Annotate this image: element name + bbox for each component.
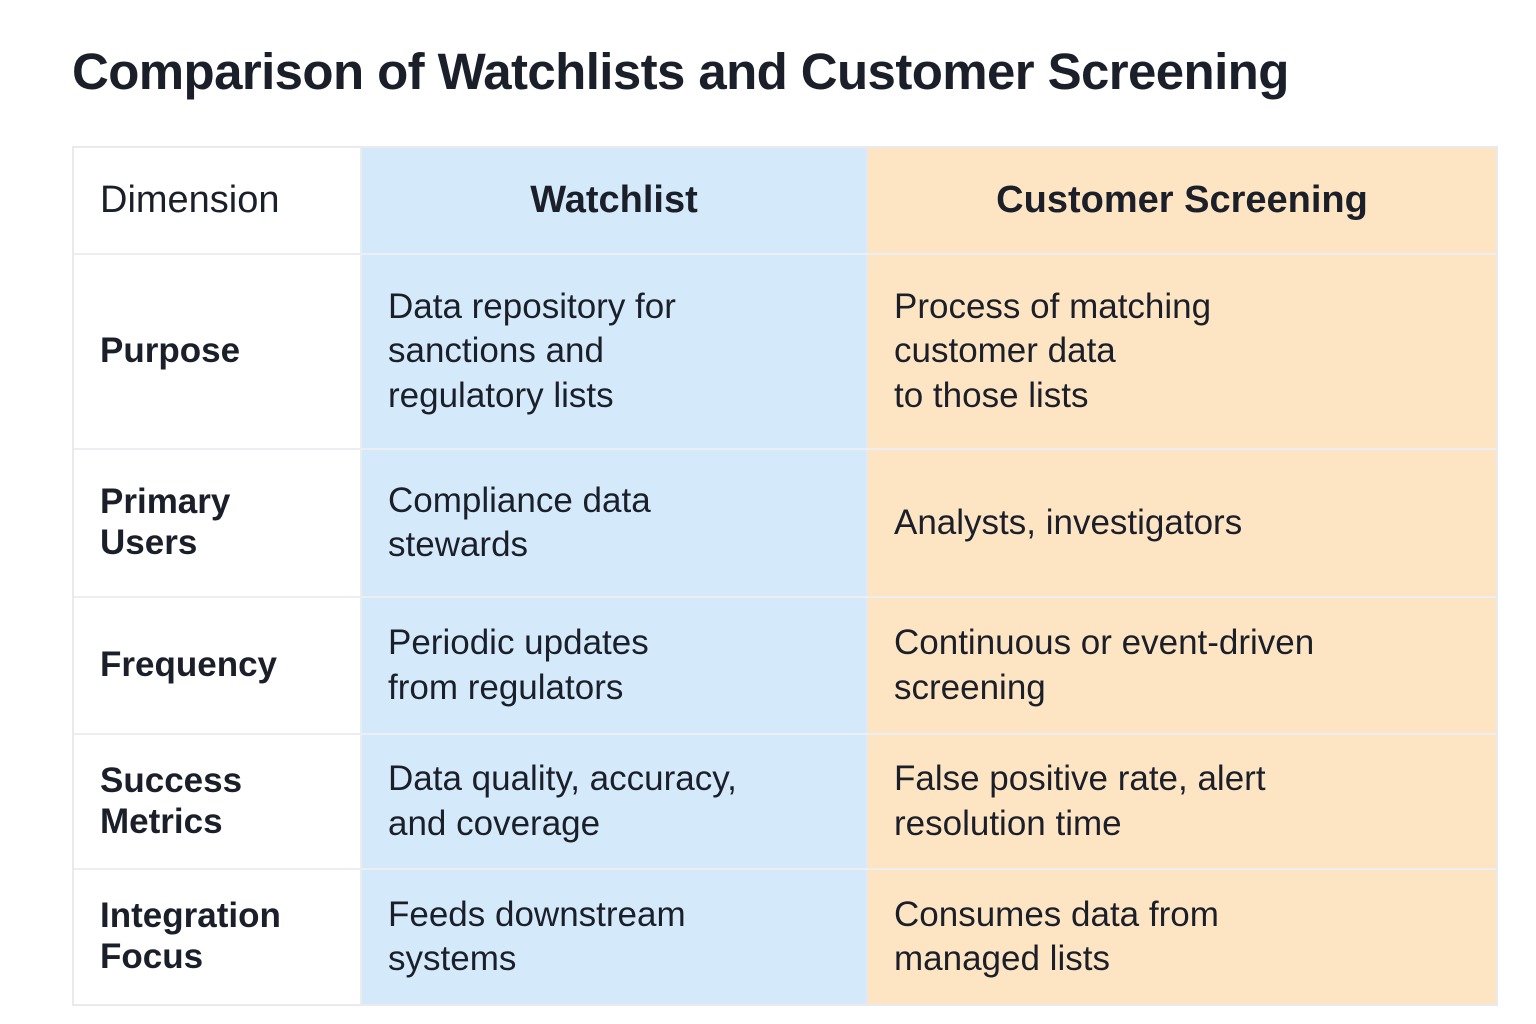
cell-customer-screening: Analysts, investigators bbox=[868, 450, 1496, 596]
cell-dimension: Success Metrics bbox=[74, 735, 362, 868]
cell-dimension: Integration Focus bbox=[74, 870, 362, 1004]
table-row: Integration Focus Feeds downstream syste… bbox=[74, 870, 1496, 1004]
customer-screening-value: False positive rate, alert resolution ti… bbox=[894, 759, 1266, 843]
dimension-label: Purpose bbox=[100, 331, 241, 371]
customer-screening-value: Continuous or event-driven screening bbox=[894, 623, 1315, 707]
cell-watchlist: Data repository for sanctions and regula… bbox=[362, 255, 868, 448]
cell-watchlist: Data quality, accuracy, and coverage bbox=[362, 735, 868, 868]
table-row: Purpose Data repository for sanctions an… bbox=[74, 255, 1496, 450]
watchlist-value: Feeds downstream systems bbox=[388, 894, 686, 978]
header-cell-watchlist: Watchlist bbox=[362, 148, 868, 253]
header-label-dimension: Dimension bbox=[100, 179, 280, 222]
cell-watchlist: Periodic updates from regulators bbox=[362, 598, 868, 733]
watchlist-value: Data repository for sanctions and regula… bbox=[388, 287, 676, 415]
cell-watchlist: Feeds downstream systems bbox=[362, 870, 868, 1004]
table-row: Success Metrics Data quality, accuracy, … bbox=[74, 735, 1496, 870]
dimension-label: Integration Focus bbox=[100, 896, 281, 976]
table-header-row: Dimension Watchlist Customer Screening bbox=[74, 148, 1496, 255]
cell-customer-screening: Consumes data from managed lists bbox=[868, 870, 1496, 1004]
cell-customer-screening: Process of matching customer data to tho… bbox=[868, 255, 1496, 448]
table-row: Primary Users Compliance data stewards A… bbox=[74, 450, 1496, 598]
table-row: Frequency Periodic updates from regulato… bbox=[74, 598, 1496, 735]
dimension-label: Primary Users bbox=[100, 482, 231, 562]
cell-customer-screening: Continuous or event-driven screening bbox=[868, 598, 1496, 733]
dimension-label: Success Metrics bbox=[100, 760, 243, 841]
watchlist-value: Periodic updates from regulators bbox=[388, 623, 649, 707]
customer-screening-value: Consumes data from managed lists bbox=[894, 894, 1219, 978]
cell-dimension: Frequency bbox=[74, 598, 362, 733]
watchlist-value: Data quality, accuracy, and coverage bbox=[388, 759, 737, 843]
watchlist-value: Compliance data stewards bbox=[388, 480, 651, 564]
page-title: Comparison of Watchlists and Customer Sc… bbox=[72, 43, 1289, 100]
customer-screening-value: Process of matching customer data to tho… bbox=[894, 287, 1212, 415]
customer-screening-value: Analysts, investigators bbox=[894, 502, 1243, 542]
header-cell-dimension: Dimension bbox=[74, 148, 362, 253]
header-cell-customer-screening: Customer Screening bbox=[868, 148, 1496, 253]
cell-customer-screening: False positive rate, alert resolution ti… bbox=[868, 735, 1496, 868]
dimension-label: Frequency bbox=[100, 645, 277, 685]
comparison-table: Dimension Watchlist Customer Screening P… bbox=[72, 146, 1498, 1006]
cell-watchlist: Compliance data stewards bbox=[362, 450, 868, 596]
cell-dimension: Primary Users bbox=[74, 450, 362, 596]
cell-dimension: Purpose bbox=[74, 255, 362, 448]
header-label-customer-screening: Customer Screening bbox=[996, 179, 1368, 222]
header-label-watchlist: Watchlist bbox=[530, 179, 698, 222]
